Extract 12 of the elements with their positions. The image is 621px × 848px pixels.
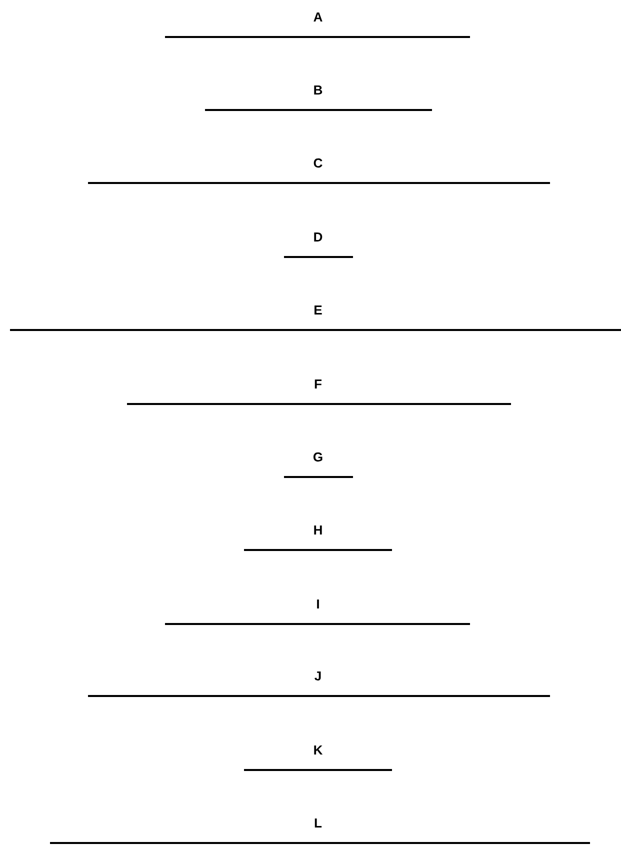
labeled-line: F bbox=[127, 380, 511, 405]
labeled-line: I bbox=[165, 600, 470, 625]
labeled-line: E bbox=[10, 306, 621, 331]
labeled-line: D bbox=[284, 232, 353, 258]
labeled-line: K bbox=[244, 746, 392, 771]
labeled-line: J bbox=[88, 671, 550, 697]
labeled-line: B bbox=[205, 86, 432, 111]
labeled-line: H bbox=[244, 526, 392, 551]
labeled-line: C bbox=[88, 158, 550, 184]
labeled-line: L bbox=[50, 818, 590, 844]
labeled-line: A bbox=[165, 12, 470, 38]
labeled-line: G bbox=[284, 452, 353, 478]
